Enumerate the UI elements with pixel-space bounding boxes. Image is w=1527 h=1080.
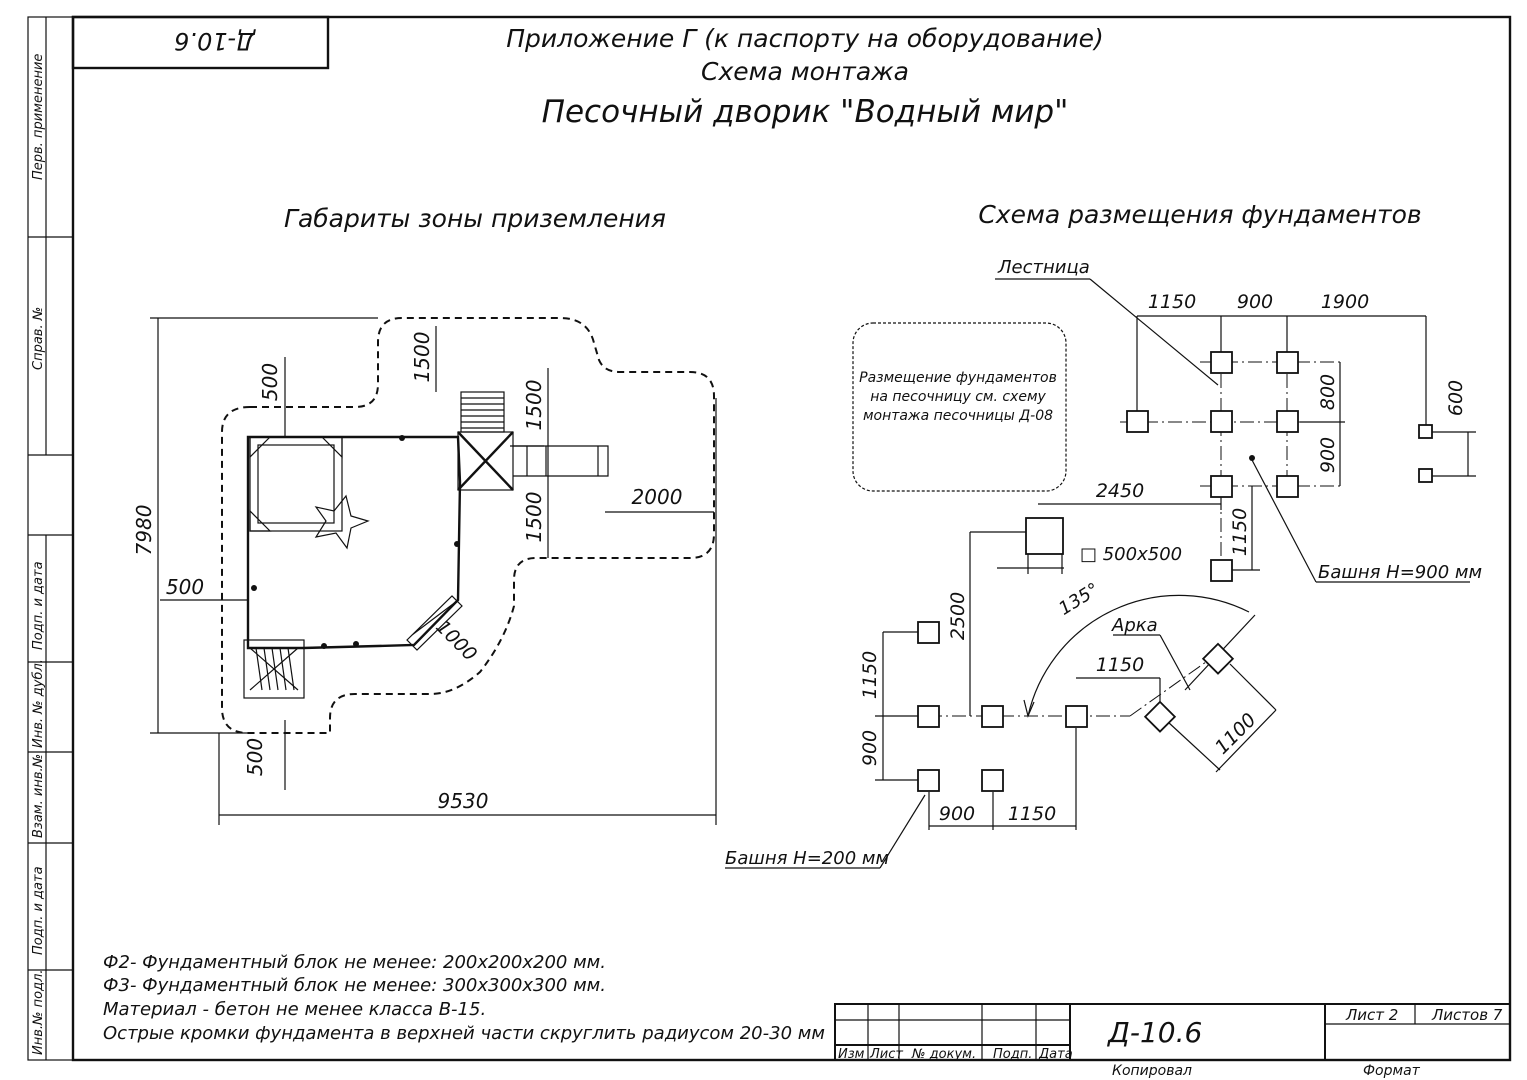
note-line: Острые кромки фундамента в верхней части…	[103, 1023, 825, 1044]
foundation-block	[1210, 475, 1233, 498]
foundation-block	[1065, 705, 1088, 728]
foundation-block	[1210, 351, 1233, 374]
foundation-block	[981, 769, 1004, 792]
block-label: □ 500х500	[1080, 544, 1182, 565]
dim-text: 1150	[1008, 803, 1056, 825]
foundation-block	[1418, 468, 1433, 483]
dim-text: 2500	[947, 592, 969, 640]
dim-text: 900	[1237, 291, 1273, 313]
side-label: Подп. и дата	[31, 561, 46, 650]
header: Приложение Г (к паспорту на оборудование…	[506, 24, 1104, 130]
sheet-label: Лист 2	[1345, 1006, 1398, 1024]
platform-outline	[246, 435, 462, 650]
rotated-doc-code: Д-10.6	[174, 27, 256, 55]
tower200-label: Башня Н=200 мм	[725, 848, 889, 869]
dim-text: 1150	[1229, 508, 1251, 556]
foundation-block	[1276, 351, 1299, 374]
dim-text: 1150	[1096, 654, 1144, 676]
ladder-label: Лестница	[997, 257, 1090, 278]
slide	[513, 445, 609, 477]
note-line: Материал - бетон не менее класса В-15.	[103, 999, 486, 1020]
foundation-block	[1276, 410, 1299, 433]
side-label: Инв.№ подл.	[31, 969, 46, 1055]
col-header: Дата	[1038, 1047, 1073, 1062]
foundation-block	[1210, 410, 1233, 433]
bottom-tower	[243, 639, 305, 699]
ladder-top	[460, 391, 505, 433]
angle-label: 135°	[1055, 579, 1103, 620]
foundation-blocks	[917, 351, 1433, 792]
foundation-layout-view: Схема размещения фундаментов Размещение …	[725, 200, 1482, 869]
foundation-block-arch	[1201, 642, 1235, 675]
foundation-block	[981, 705, 1004, 728]
dim-slide: 2000	[632, 485, 683, 509]
dim-ramp: 1000	[431, 616, 481, 666]
dim-text: 900	[939, 803, 975, 825]
dim-text: 1900	[1321, 291, 1369, 313]
ramp	[406, 595, 463, 651]
dim-right-upper: 1500	[522, 380, 546, 431]
foundation-block	[1418, 424, 1433, 439]
appendix-line: Приложение Г (к паспорту на оборудование…	[506, 24, 1104, 53]
side-label: Перв. применение	[31, 54, 46, 180]
landing-zone-outline	[221, 317, 715, 734]
sheets-label: Листов 7	[1431, 1006, 1503, 1024]
side-label: Инв. № дубл.	[31, 659, 46, 748]
dim-text: 900	[859, 730, 881, 766]
dim-width: 9530	[438, 789, 489, 813]
side-label: Взам. инв.№	[31, 754, 46, 838]
col-header: Подп.	[993, 1047, 1032, 1062]
doc-code: Д-10.6	[1106, 1016, 1202, 1049]
note-line: монтажа песочницы Д-08	[863, 408, 1053, 424]
dim-height: 7980	[132, 505, 156, 556]
dim-text: 800	[1317, 374, 1339, 410]
note-line: Ф3- Фундаментный блок не менее: 300х300х…	[103, 975, 606, 996]
note-line: Ф2- Фундаментный блок не менее: 200х200х…	[103, 952, 606, 973]
dim-text: 900	[1317, 437, 1339, 473]
foundation-block	[1126, 410, 1149, 433]
notes: Ф2- Фундаментный блок не менее: 200х200х…	[103, 952, 825, 1044]
copied-label: Копировал	[1112, 1063, 1192, 1079]
star-shape	[314, 494, 370, 550]
sandbox	[249, 436, 343, 532]
foundation-block	[917, 705, 940, 728]
dim-text: 2450	[1096, 480, 1144, 502]
col-header: № докум.	[911, 1047, 976, 1062]
side-stamp-labels: Перв. применение Справ. № Подп. и дата И…	[31, 54, 46, 1055]
foundation-block	[917, 769, 940, 792]
dim-top-bump: 1500	[410, 332, 434, 383]
note-line: Размещение фундаментов	[859, 370, 1057, 386]
col-header: Изм	[838, 1047, 865, 1062]
right-view-title: Схема размещения фундаментов	[978, 200, 1421, 229]
sheet-frame	[27, 15, 1512, 1062]
note-cloud	[852, 322, 1067, 492]
foundation-block-large	[1025, 517, 1064, 555]
foundation-block-arch	[1143, 700, 1177, 733]
scheme-line: Схема монтажа	[701, 57, 909, 86]
dim-text: 600	[1445, 380, 1467, 416]
dim-bottom-margin: 500	[243, 738, 267, 776]
foundation-block	[1210, 559, 1233, 582]
side-label: Подп. и дата	[31, 866, 46, 955]
dim-right-lower: 1500	[522, 492, 546, 543]
arch-label: Арка	[1111, 615, 1158, 636]
dim-text: 1150	[859, 651, 881, 699]
format-label: Формат	[1363, 1063, 1421, 1079]
tower900-label: Башня Н=900 мм	[1318, 562, 1482, 583]
note-line: на песочницу см. схему	[870, 389, 1046, 405]
title-block: Изм Лист № докум. Подп. Дата Д-10.6 Лист…	[834, 1003, 1511, 1079]
angle-arc	[1027, 594, 1250, 717]
col-header: Лист	[869, 1047, 903, 1062]
dim-text: 1150	[1148, 291, 1196, 313]
dim-top-margin: 500	[258, 363, 282, 401]
foundation-block	[917, 621, 940, 644]
foundation-block	[1276, 475, 1299, 498]
landing-zone-view: Габариты зоны приземления	[132, 204, 717, 825]
dim-left-margin: 500	[166, 575, 204, 599]
left-view-title: Габариты зоны приземления	[284, 204, 666, 233]
side-label: Справ. №	[31, 307, 46, 370]
page-title: Песочный дворик "Водный мир"	[542, 94, 1069, 130]
